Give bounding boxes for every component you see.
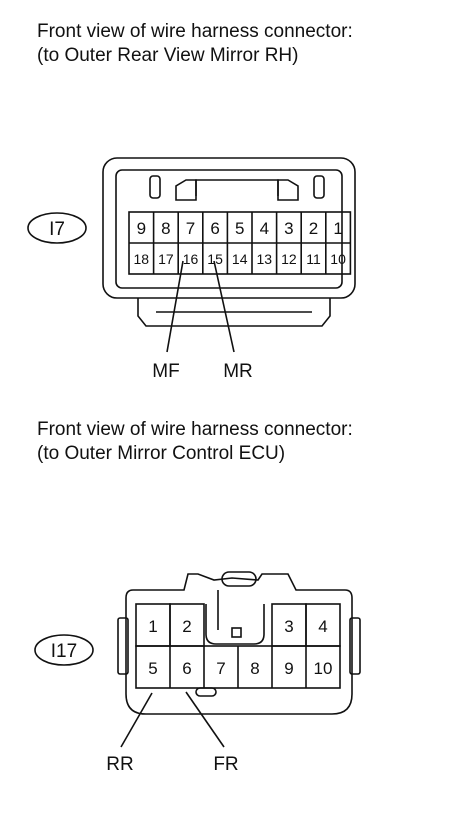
pin-6: 6 <box>182 659 191 678</box>
pin-5: 5 <box>235 219 244 238</box>
connector-i17-rib-right <box>349 617 361 675</box>
pin-15: 15 <box>207 251 223 267</box>
terminal-label-mf: MF <box>152 361 179 382</box>
connector-i7-caption: Front view of wire harness connector: (t… <box>37 20 353 68</box>
connector-i7-leader-mr <box>213 260 235 353</box>
connector-i17-caption: Front view of wire harness connector: (t… <box>37 418 353 466</box>
pin-1: 1 <box>148 617 157 636</box>
connector-i17-subtitle: (to Outer Mirror Control ECU) <box>37 443 286 464</box>
connector-i17-leader-fr <box>185 691 225 748</box>
terminal-label-fr: FR <box>213 754 238 775</box>
pin-7: 7 <box>216 659 225 678</box>
connector-i17-bottom-tab <box>195 687 217 697</box>
pin-7: 7 <box>186 219 195 238</box>
pin-3: 3 <box>284 219 293 238</box>
pin-17: 17 <box>158 251 174 267</box>
connector-i7-leader-mf <box>166 260 184 353</box>
pin-10: 10 <box>330 251 346 267</box>
pin-14: 14 <box>232 251 248 267</box>
connector-i7-guide-left <box>175 179 197 201</box>
pin-2: 2 <box>182 617 191 636</box>
pin-4: 4 <box>260 219 269 238</box>
connector-i7-title: Front view of wire harness connector: <box>37 21 353 42</box>
connector-i7-guide-right <box>277 179 299 201</box>
connector-i7-latch-right <box>313 175 325 199</box>
connector-i7-housing <box>102 157 356 299</box>
pin-6: 6 <box>210 219 219 238</box>
pin-4: 4 <box>318 617 327 636</box>
connector-i17-cell <box>305 603 341 647</box>
connector-i7-subtitle: (to Outer Rear View Mirror RH) <box>37 45 299 66</box>
pin-9: 9 <box>137 219 146 238</box>
pin-12: 12 <box>281 251 297 267</box>
connector-i17-id: I17 <box>51 641 77 662</box>
pin-3: 3 <box>284 617 293 636</box>
pin-8: 8 <box>161 219 170 238</box>
connector-i17-keyway <box>205 604 265 645</box>
pin-11: 11 <box>306 251 321 267</box>
connector-i7-inner-frame <box>115 169 343 289</box>
connector-i17-latch <box>221 571 257 587</box>
terminal-label-rr: RR <box>106 754 133 775</box>
pin-18: 18 <box>134 251 150 267</box>
pin-1: 1 <box>333 219 342 238</box>
pin-13: 13 <box>257 251 273 267</box>
connector-i17-id-badge <box>34 634 94 666</box>
connector-i17: I17 1 2 3 4 5 6 7 8 9 10 RR FR <box>34 571 361 775</box>
pin-9: 9 <box>284 659 293 678</box>
connector-i17-housing <box>125 573 353 715</box>
pin-2: 2 <box>309 219 318 238</box>
connector-i17-pin-grid: 1 2 3 4 5 6 7 8 9 10 <box>135 603 341 689</box>
connector-i17-leader-rr <box>120 692 153 748</box>
connector-i7-key <box>195 179 279 196</box>
connector-i7-id: I7 <box>49 219 65 240</box>
pin-8: 8 <box>250 659 259 678</box>
pin-16: 16 <box>183 251 199 267</box>
connector-i17-rib-left <box>117 617 129 675</box>
connector-i7-lock-tab <box>137 298 331 327</box>
connector-i17-cell <box>169 603 205 647</box>
pin-10: 10 <box>314 659 333 678</box>
connector-i17-key-mark <box>231 627 242 638</box>
pin-5: 5 <box>148 659 157 678</box>
connector-i7-latch-left <box>149 175 161 199</box>
connector-i7-id-badge <box>27 212 87 244</box>
connector-i17-title: Front view of wire harness connector: <box>37 419 353 440</box>
terminal-label-mr: MR <box>223 361 253 382</box>
